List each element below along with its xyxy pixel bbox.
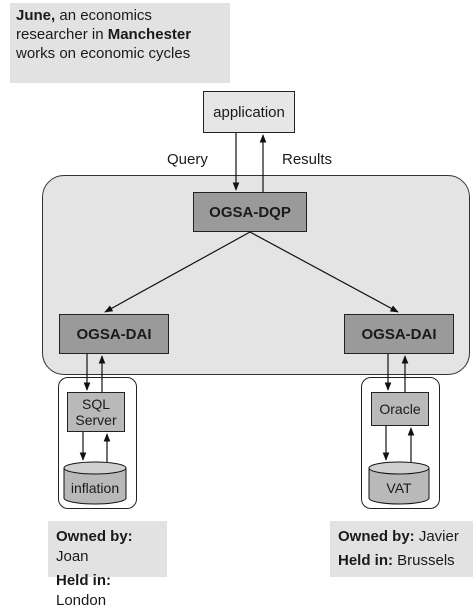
application-box: application [203,91,295,133]
left-owner: Joan [56,548,89,565]
ogsa-dai-left-box: OGSA-DAI [59,314,169,354]
user-city: Manchester [107,26,192,43]
user-description-note: June, an economics researcher in Manches… [10,3,230,83]
ogsa-dai-right-box: OGSA-DAI [344,314,454,354]
right-owner-line: Owned by: Javier [338,528,459,545]
right-location-line: Held in: Brussels [338,552,455,569]
left-info-box: Owned by: Joan Held in: London [48,521,167,609]
dqp-to-right-dai-arrow [249,231,399,313]
note-line-2: researcher in Manchester [16,26,192,43]
inflation-label: inflation [70,480,120,496]
sql-server-box: SQL Server [67,392,125,432]
left-location-line: Held in: London [56,572,111,609]
ogsa-dqp-box: OGSA-DQP [193,192,307,232]
dqp-to-left-dai-arrow [104,231,251,313]
right-info-box: Owned by: Javier Held in: Brussels [330,521,473,577]
diagram-connectors [63,133,430,505]
right-location: Brussels [393,552,455,569]
results-label: Results [282,151,333,168]
vat-label: VAT [386,480,412,496]
query-label: Query [167,151,208,168]
left-owner-line: Owned by: Joan [56,528,133,565]
user-name: June, [16,7,56,24]
note-line-3: works on economic cycles [16,45,191,62]
inflation-database-icon [63,461,127,505]
note-line-1: June, an economics [16,7,152,24]
oracle-box: Oracle [371,392,429,426]
right-owner: Javier [414,528,459,545]
left-location: London [56,592,107,609]
vat-database-icon [368,461,430,505]
